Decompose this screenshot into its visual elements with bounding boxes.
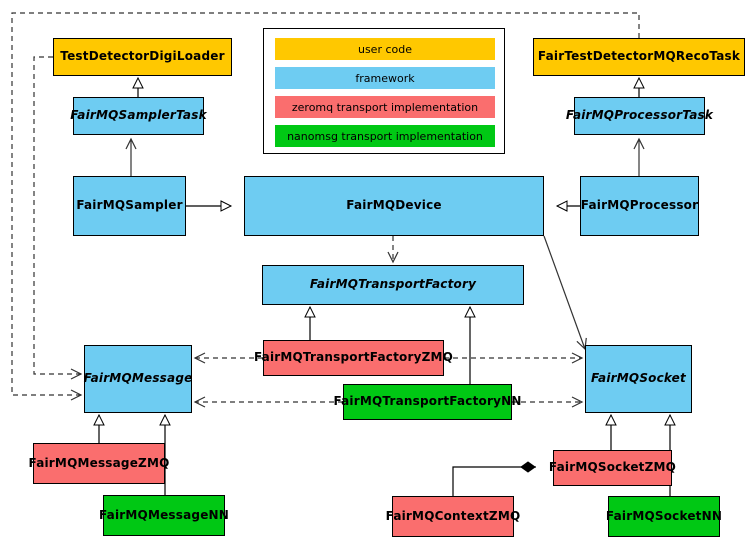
class-node-label: FairMQTransportFactoryNN — [333, 394, 522, 409]
class-node-fairmqsamplertask[interactable]: FairMQSamplerTask — [70, 97, 207, 135]
edge-device-socket — [543, 235, 587, 351]
class-node-label: FairMQSocketNN — [605, 508, 723, 523]
legend-label-zeromq: zeromq transport implementation — [291, 100, 479, 114]
class-node-fairtestdetectormqrecotask[interactable]: FairTestDetectorMQRecoTask — [533, 38, 745, 76]
class-node-fairmqsocket[interactable]: FairMQSocket — [585, 345, 692, 413]
class-node-label: FairTestDetectorMQRecoTask — [537, 49, 741, 64]
class-node-label: FairMQMessage — [83, 371, 193, 386]
class-node-testdetectordigiloader[interactable]: TestDetectorDigiLoader — [53, 38, 232, 76]
class-node-label: FairMQContextZMQ — [385, 508, 521, 523]
legend-box: user code framework zeromq transport imp… — [263, 28, 505, 154]
class-node-fairmqtransportfactory[interactable]: FairMQTransportFactory — [262, 265, 524, 305]
legend-item-zeromq: zeromq transport implementation — [275, 96, 495, 118]
class-node-label: TestDetectorDigiLoader — [60, 49, 225, 64]
class-node-label: FairMQMessageNN — [98, 507, 230, 522]
class-node-fairmqdevice[interactable]: FairMQDevice — [244, 176, 544, 236]
class-node-label: FairMQProcessorTask — [565, 108, 714, 123]
class-node-fairmqcontextzmq[interactable]: FairMQContextZMQ — [386, 496, 520, 537]
class-node-label: FairMQSocket — [591, 371, 686, 386]
legend-label-framework: framework — [355, 71, 415, 85]
class-node-fairmqmessage[interactable]: FairMQMessage — [84, 345, 192, 413]
legend-item-framework: framework — [275, 67, 495, 89]
class-node-fairmqprocessortask[interactable]: FairMQProcessorTask — [566, 97, 713, 135]
edge-contextzmq-socketzmq — [452, 461, 536, 496]
legend-label-user-code: user code — [357, 42, 413, 56]
legend-label-nanomsg: nanomsg transport implementation — [287, 129, 483, 143]
class-node-fairmqsocketzmq[interactable]: FairMQSocketZMQ — [549, 450, 676, 486]
class-node-label: FairMQDevice — [346, 198, 442, 213]
class-node-label: FairMQSamplerTask — [70, 108, 207, 123]
class-node-fairmqsampler[interactable]: FairMQSampler — [73, 176, 186, 236]
class-node-label: FairMQSampler — [76, 198, 183, 213]
class-node-label: FairMQSocketZMQ — [548, 460, 677, 475]
legend-item-user-code: user code — [275, 38, 495, 60]
class-node-fairmqtransportfactoryzmq[interactable]: FairMQTransportFactoryZMQ — [254, 340, 453, 376]
class-node-label: FairMQTransportFactoryZMQ — [253, 350, 454, 365]
class-node-label: FairMQMessageZMQ — [28, 455, 170, 470]
class-node-fairmqtransportfactorynn[interactable]: FairMQTransportFactoryNN — [333, 384, 521, 420]
class-node-label: FairMQTransportFactory — [309, 277, 477, 292]
legend-item-nanomsg: nanomsg transport implementation — [275, 125, 495, 147]
class-node-fairmqmessagenn[interactable]: FairMQMessageNN — [99, 495, 229, 536]
class-node-fairmqprocessor[interactable]: FairMQProcessor — [580, 176, 699, 236]
class-node-label: FairMQProcessor — [580, 198, 699, 213]
class-node-fairmqmessagezmq[interactable]: FairMQMessageZMQ — [29, 443, 169, 484]
class-node-fairmqsocketnn[interactable]: FairMQSocketNN — [605, 496, 723, 537]
